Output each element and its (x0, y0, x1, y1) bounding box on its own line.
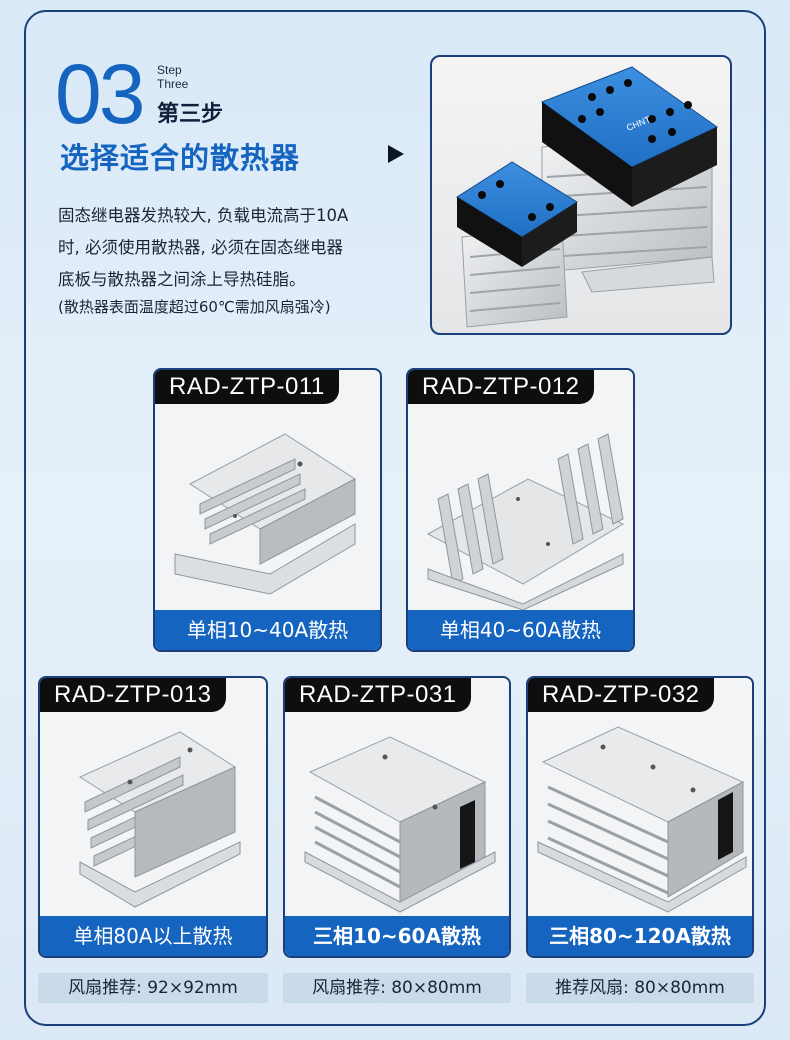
description-line: 固态继电器发热较大, 负载电流高于10A (58, 206, 349, 225)
three-phase-relay: CHNT (540, 66, 718, 207)
page-frame (24, 10, 766, 1026)
relay-photo: CHNT (430, 55, 732, 335)
product-caption: 单相10~40A散热 (155, 610, 380, 650)
step-english-label: Step Three (157, 63, 188, 91)
product-card[interactable]: RAD-ZTP-031 三相10~60A散热 (283, 676, 511, 958)
product-caption: 三相10~60A散热 (285, 916, 509, 956)
section-title: 选择适合的散热器 (60, 141, 301, 175)
model-tag: RAD-ZTP-012 (408, 370, 594, 404)
heatsink-032-illustration (537, 726, 747, 913)
heatsink-013-illustration (78, 731, 241, 908)
play-arrow-icon (388, 145, 404, 163)
heatsink-031-illustration (304, 736, 496, 913)
product-card[interactable]: RAD-ZTP-011 单相10~40A散热 (153, 368, 382, 652)
product-caption: 单相40~60A散热 (408, 610, 633, 650)
model-tag: RAD-ZTP-011 (155, 370, 339, 404)
heatsink-image (285, 712, 509, 916)
step-en-line2: Three (157, 77, 189, 91)
heatsink-011-illustration (174, 433, 356, 595)
heatsink-image (155, 404, 380, 610)
product-card[interactable]: RAD-ZTP-012 单相40~60A散热 (406, 368, 635, 652)
fan-recommendation: 风扇推荐: 92×92mm (38, 973, 268, 1003)
product-card[interactable]: RAD-ZTP-013 单相80A以上散热 (38, 676, 268, 958)
description: 固态继电器发热较大, 负载电流高于10A 时, 必须使用散热器, 必须在固态继电… (58, 200, 408, 296)
heatsink-012-illustration (426, 433, 625, 610)
description-line: 时, 必须使用散热器, 必须在固态继电器 (58, 238, 343, 257)
step-number: 03 (55, 47, 145, 141)
heatsink-image (408, 404, 633, 610)
single-phase-relay (456, 161, 578, 267)
fan-recommendation: 风扇推荐: 80×80mm (283, 973, 511, 1003)
product-caption: 三相80~120A散热 (528, 916, 752, 956)
model-tag: RAD-ZTP-032 (528, 678, 714, 712)
heatsink-image (528, 712, 752, 916)
model-tag: RAD-ZTP-031 (285, 678, 471, 712)
product-card[interactable]: RAD-ZTP-032 三相80~120A散热 (526, 676, 754, 958)
description-line: 底板与散热器之间涂上导热硅脂。 (58, 270, 306, 289)
fan-recommendation: 推荐风扇: 80×80mm (526, 973, 754, 1003)
step-chinese-label: 第三步 (157, 102, 224, 127)
model-tag: RAD-ZTP-013 (40, 678, 226, 712)
step-en-line1: Step (157, 63, 182, 77)
cooling-note: (散热器表面温度超过60℃需加风扇强冷) (58, 298, 331, 316)
relay-illustration: CHNT (456, 66, 718, 328)
heatsink-image (40, 712, 266, 916)
product-caption: 单相80A以上散热 (40, 916, 266, 956)
